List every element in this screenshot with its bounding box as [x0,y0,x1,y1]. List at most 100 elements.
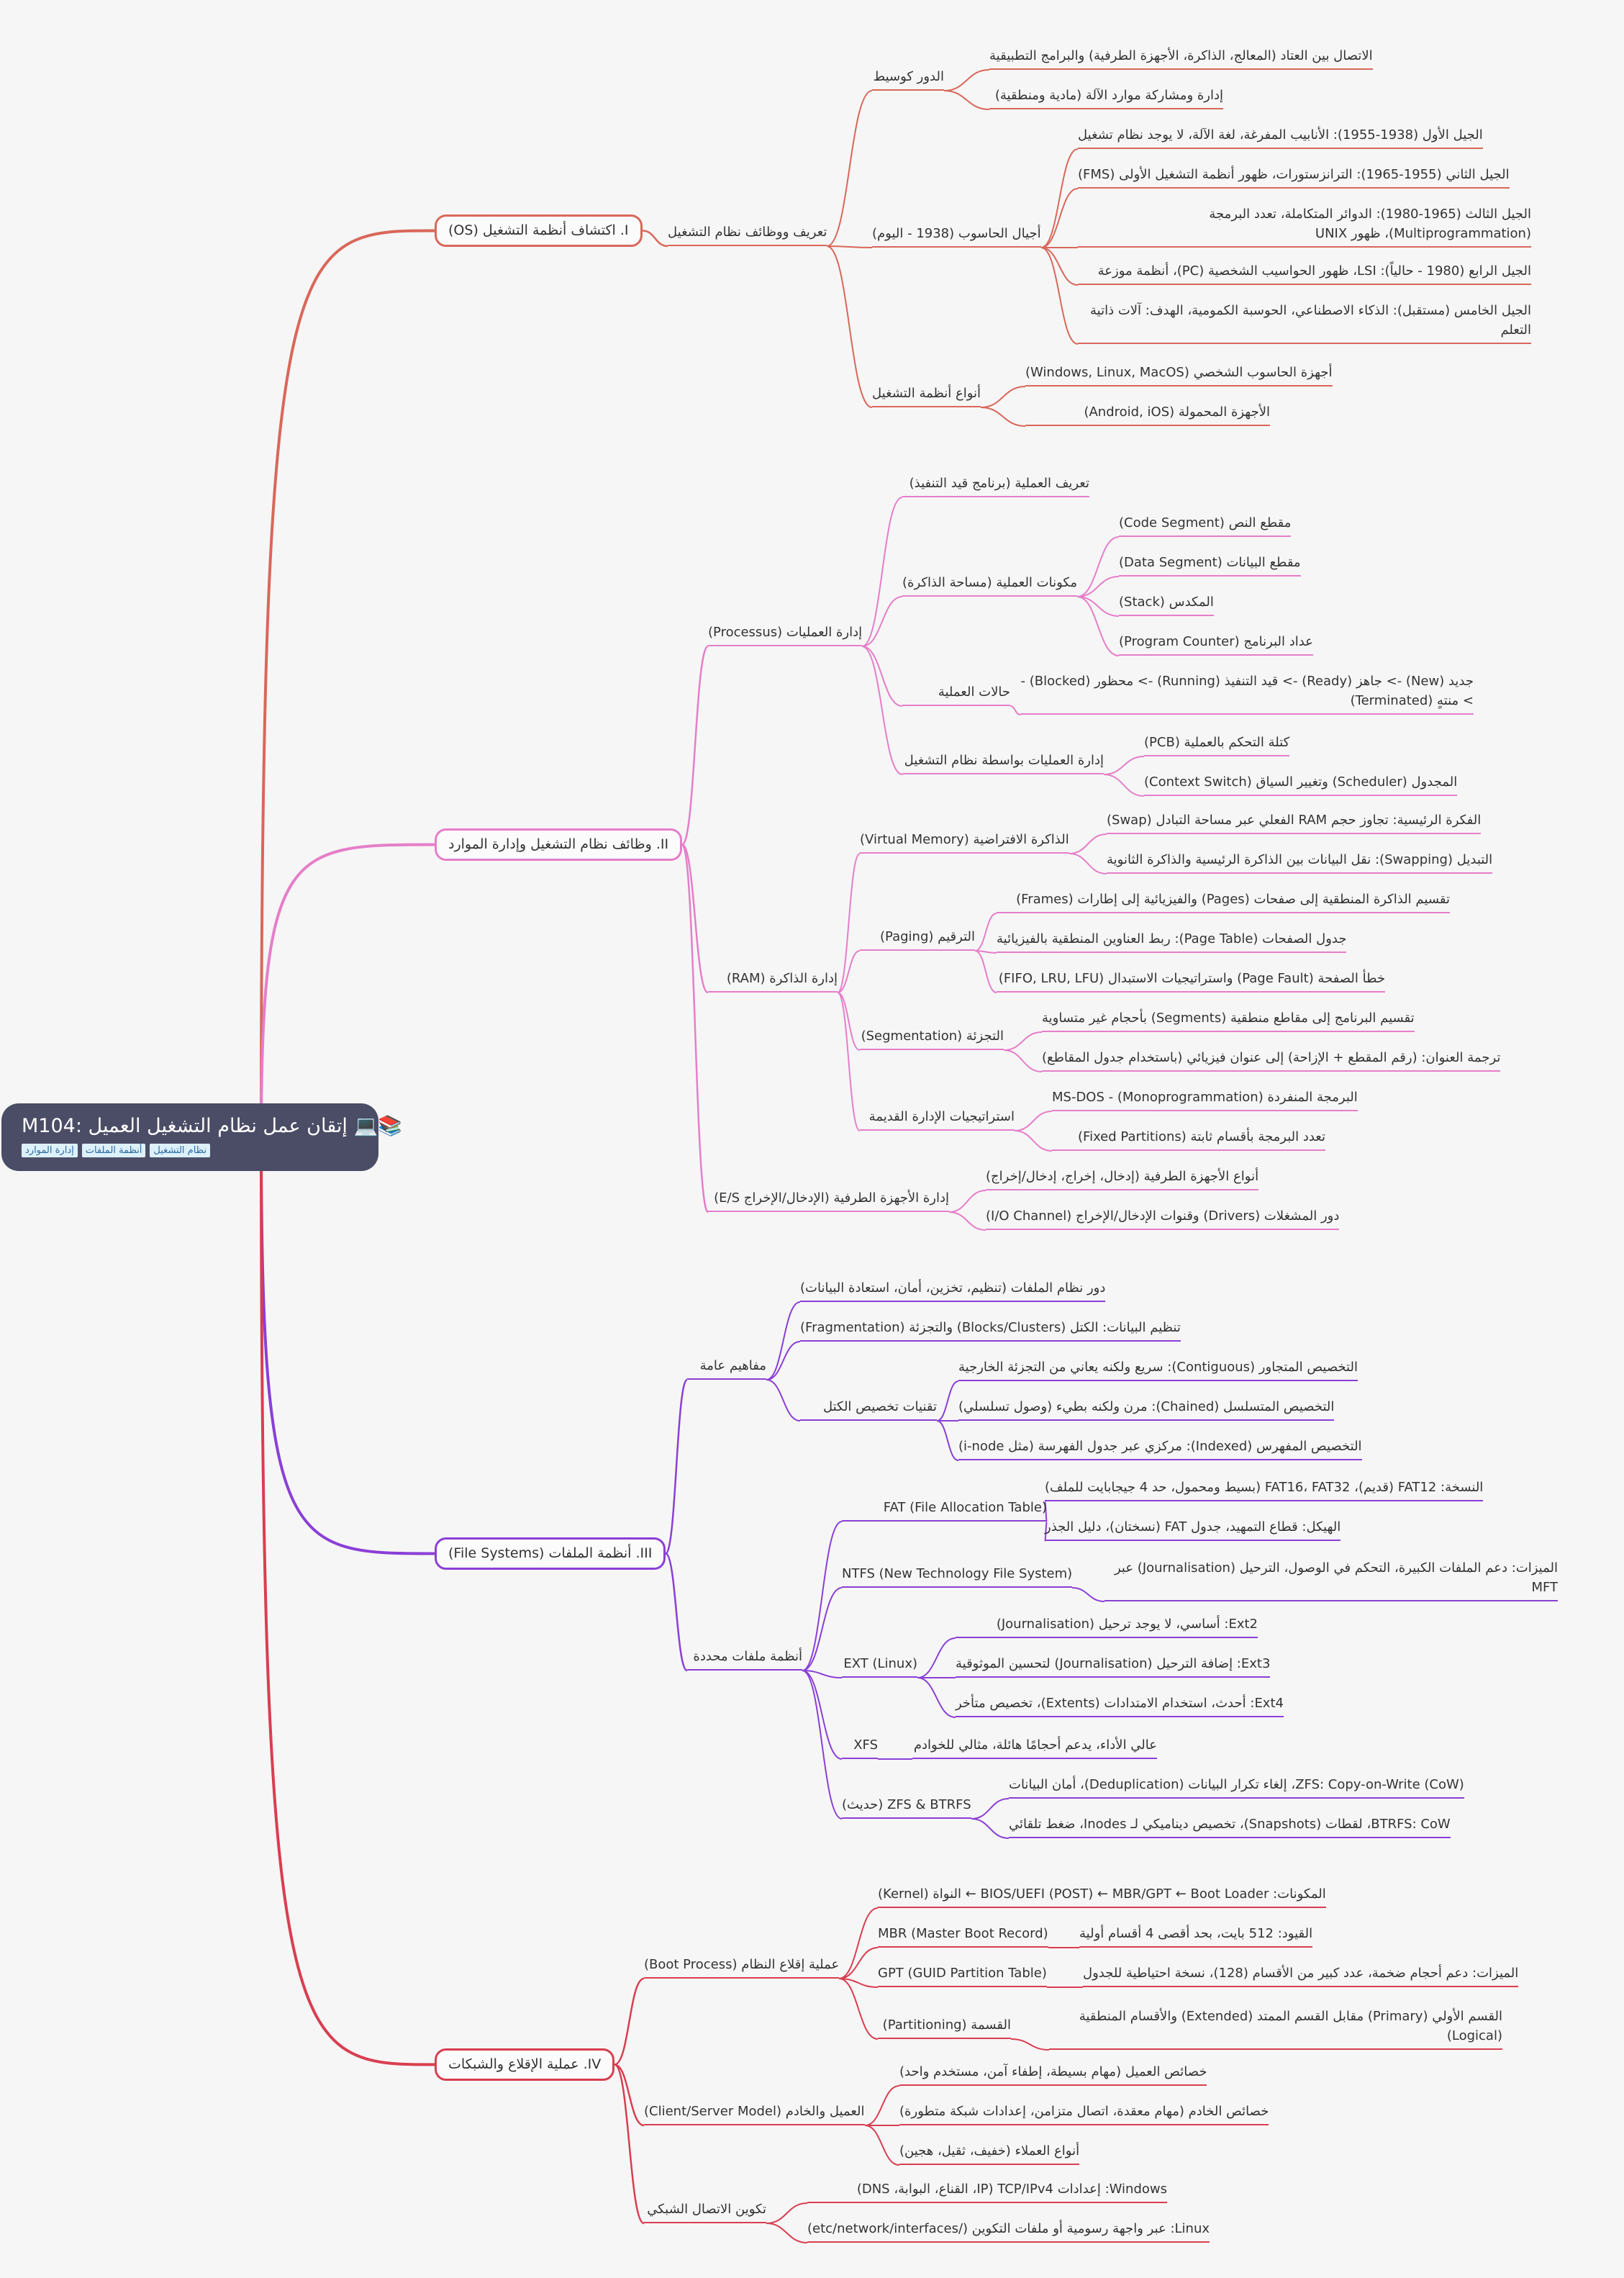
topic-node-b4a2[interactable]: MBR (Master Boot Record) [878,1924,1048,1948]
topic-node-b3b3a[interactable]: Ext2: أساسي، لا يوجد ترحيل (Journalisati… [956,1614,1258,1638]
topic-node-b3b1a[interactable]: النسخة: FAT12 (قديم)، FAT16، FAT32 (بسيط… [1045,1478,1484,1501]
topic-node-b2a4b[interactable]: المجدول (Scheduler) وتغيير السياق (Conte… [1144,772,1458,796]
topic-node-b3b5b[interactable]: BTRFS: CoW، لقطات (Snapshots)، تخصيص دين… [1009,1814,1451,1838]
topic-node-b1a2d[interactable]: الجيل الرابع (1980 - حالياً): LSI، ظهور … [1078,261,1531,285]
topic-node-b1a[interactable]: تعريف ووظائف نظام التشغيل [668,222,827,246]
topic-node-b4a4[interactable]: القسمة (Partitioning) [878,2015,1011,2039]
topic-node-b3b4[interactable]: XFS [842,1735,878,1759]
topic-node-b3b1[interactable]: FAT (File Allocation Table) [842,1498,1047,1522]
root-node[interactable]: M104: إتقان عمل نظام التشغيل العميل 💻📚 إ… [1,1103,402,1171]
topic-node-b2b[interactable]: إدارة الذاكرة (RAM) [708,969,838,993]
connector [917,1677,956,1718]
topic-node-b4b[interactable]: العميل والخادم (Client/Server Model) [644,2102,865,2125]
topic-node-b4a[interactable]: عملية إقلاع النظام (Boot Process) [644,1955,840,1979]
topic-node-b2b4a[interactable]: البرمجة المنفردة (Monoprogrammation) - M… [1052,1088,1358,1111]
connector [766,2223,808,2243]
topic-node-b2c[interactable]: إدارة الأجهزة الطرفية (الإدخال/الإخراج E… [708,1188,949,1212]
topic-node-b4c[interactable]: تكوين الاتصال الشبكي [644,2200,766,2223]
topic-node-b1a1a[interactable]: الاتصال بين العتاد (المعالج، الذاكرة، ال… [989,46,1373,70]
topic-node-b1a3a[interactable]: أجهزة الحاسوب الشخصي (Windows, Linux, Ma… [1025,363,1333,387]
topic-node-b2a[interactable]: إدارة العمليات (Processus) [708,623,863,646]
topic-node-b4b3[interactable]: أنواع العملاء (خفيف، ثقيل، هجين) [899,2141,1080,2165]
topic-node-b2b3b[interactable]: ترجمة العنوان: (رقم المقطع + الإزاحة) إل… [1042,1048,1501,1072]
branch-node-b4[interactable]: IV. عملية الإقلاع والشبكات [435,2048,615,2081]
topic-node-b4b2[interactable]: خصائص الخادم (مهام معقدة، اتصال متزامن، … [899,2102,1269,2125]
topic-node-b3b3[interactable]: EXT (Linux) [842,1654,917,1678]
topic-node-b2b4b[interactable]: تعدد البرمجة بأقسام ثابتة (Fixed Partiti… [1052,1127,1325,1151]
topic-node-b1a2c[interactable]: الجيل الثالث (1965-1980): الدوائر المتكا… [1078,204,1531,248]
topic-node-b2b3[interactable]: التجزئة (Segmentation) [860,1026,1004,1050]
topic-node-b2c1[interactable]: أنواع الأجهزة الطرفية (إدخال، إخراج، إدخ… [986,1167,1259,1190]
topic-node-b3a[interactable]: مفاهيم عامة [687,1356,766,1380]
topic-node-b1a2[interactable]: أجيال الحاسوب (1938 - اليوم) [872,224,1041,248]
topic-node-b3a3a[interactable]: التخصيص المتجاور (Contiguous): سريع ولكن… [958,1357,1358,1381]
topic-node-b2b4[interactable]: استراتيجيات الإدارة القديمة [860,1107,1015,1131]
topic-node-b3a1[interactable]: دور نظام الملفات (تنظيم، تخزين، أمان، اس… [800,1278,1106,1302]
topic-node-b2b2a[interactable]: تقسيم الذاكرة المنطقية إلى صفحات (Pages)… [997,890,1450,913]
connector [766,1301,801,1380]
topic-node-b2a3[interactable]: حالات العملية [902,682,1010,706]
topic-node-b2a4[interactable]: إدارة العمليات بواسطة نظام التشغيل [902,751,1104,774]
topic-node-b2a3a[interactable]: جديد (New) -> جاهز (Ready) -> قيد التنفي… [1020,672,1474,715]
topic-node-b3b[interactable]: أنظمة ملفات محددة [687,1647,802,1671]
topic-node-b4c2[interactable]: Linux: عبر واجهة رسومية أو ملفات التكوين… [807,2219,1210,2243]
topic-node-b4b1[interactable]: خصائص العميل (مهام بسيطة، إطفاء آمن، مست… [899,2062,1207,2086]
topic-node-b4a3[interactable]: GPT (GUID Partition Table) [878,1963,1047,1987]
topic-node-b2a2[interactable]: مكونات العملية (مساحة الذاكرة) [902,573,1077,597]
connector [838,1978,879,1988]
topic-node-b3b2a[interactable]: الميزات: دعم الملفات الكبيرة، التحكم في … [1104,1558,1558,1601]
topic-node-b1a3[interactable]: أنواع أنظمة التشغيل [872,384,981,407]
branch-node-b3[interactable]: III. أنظمة الملفات (File Systems) [435,1537,666,1570]
topic-node-b3b4a[interactable]: عالي الأداء، يدعم أحجامًا هائلة، مثالي ل… [912,1735,1157,1759]
topic-node-b1a2e[interactable]: الجيل الخامس (مستقبل): الذكاء الاصطناعي،… [1078,301,1531,344]
topic-node-b1a3b[interactable]: الأجهزة المحمولة (Android, iOS) [1025,402,1270,426]
connector [802,1670,843,1820]
topic-node-b2a4a[interactable]: كتلة التحكم بالعملية (PCB) [1144,733,1290,756]
connector [681,844,709,994]
connector [1076,596,1120,656]
connector [642,230,668,248]
branch-node-b2[interactable]: II. وظائف نظام التشغيل وإدارة الموارد [435,828,683,861]
topic-node-b2b1b[interactable]: التبديل (Swapping): نقل البيانات بين الذ… [1107,850,1493,874]
topic-node-b2c2[interactable]: دور المشغلات (Drivers) وقنوات الإدخال/ال… [986,1206,1340,1230]
topic-node-b2a1[interactable]: تعريف العملية (برنامج قيد التنفيذ) [902,474,1089,497]
topic-node-b3a3b[interactable]: التخصيص المتسلسل (Chained): مرن ولكنه بط… [958,1397,1335,1421]
topic-node-b2b2[interactable]: الترقيم (Paging) [860,927,975,951]
branch-node-b1[interactable]: I. اكتشاف أنظمة التشغيل (OS) [435,214,643,247]
topic-node-b4a2a[interactable]: القيود: 512 بايت، بحد أقصى 4 أقسام أولية [1079,1924,1313,1948]
tag-operating-system[interactable]: نظام التشغيل [150,1144,210,1157]
topic-node-b3b2[interactable]: NTFS (New Technology File System) [842,1564,1073,1588]
topic-node-b3a2[interactable]: تنظيم البيانات: الكتل (Blocks/Clusters) … [800,1318,1181,1342]
topic-node-b3b5a[interactable]: ZFS: Copy-on-Write (CoW)، إلغاء تكرار ال… [1009,1775,1464,1799]
topic-node-b4c1[interactable]: Windows: إعدادات TCP/IPv4 (IP، القناع، ا… [807,2179,1167,2203]
topic-node-b1a2b[interactable]: الجيل الثاني (1955-1965): الترانزستورات،… [1078,165,1510,189]
topic-node-b1a2a[interactable]: الجيل الأول (1938-1955): الأنابيب المفرغ… [1078,125,1483,149]
topic-node-b1a1[interactable]: الدور كوسيط [872,67,944,91]
topic-node-b2a2a[interactable]: مقطع النص (Code Segment) [1119,513,1292,537]
topic-node-b3b3c[interactable]: Ext4: أحدث، استخدام الامتدادات (Extents)… [956,1694,1284,1717]
connector [861,596,903,647]
topic-node-b2a2d[interactable]: عداد البرنامج (Program Counter) [1119,632,1313,656]
tag-resource-management[interactable]: إدارة الموارد [22,1144,78,1157]
topic-node-b2b2b[interactable]: جدول الصفحات (Page Table): ربط العناوين … [997,929,1347,953]
topic-node-b2a2b[interactable]: مقطع البيانات (Data Segment) [1119,553,1301,577]
topic-node-b3b5[interactable]: ZFS & BTRFS (حديث) [842,1795,971,1819]
topic-node-b3a3c[interactable]: التخصيص المفهرس (Indexed): مركزي عبر جدو… [958,1437,1362,1460]
topic-node-b3b1b[interactable]: الهيكل: قطاع التمهيد، جدول FAT (نسختان)،… [1045,1517,1341,1541]
connector [948,1190,986,1213]
connector [614,2064,645,2225]
topic-node-b3a3[interactable]: تقنيات تخصيص الكتل [800,1397,937,1421]
topic-node-b3b3b[interactable]: Ext3: إضافة الترحيل (Journalisation) لتح… [956,1654,1271,1678]
topic-node-b4a3a[interactable]: الميزات: دعم أحجام ضخمة، عدد كبير من الأ… [1083,1963,1519,1987]
connector [1014,1130,1053,1152]
topic-node-b4a1[interactable]: المكونات: BIOS/UEFI (POST) ← MBR/GPT ← B… [878,1884,1326,1908]
tag-file-systems[interactable]: أنظمة الملفات [81,1144,146,1157]
topic-node-b2b3a[interactable]: تقسيم البرنامج إلى مقاطع منطقية (Segment… [1042,1008,1415,1032]
topic-node-b2a2c[interactable]: المكدس (Stack) [1119,592,1214,616]
connector [766,1341,801,1380]
topic-node-b2b1[interactable]: الذاكرة الافتراضية (Virtual Memory) [860,830,1069,854]
topic-node-b2b1a[interactable]: الفكرة الرئيسية: تجاوز حجم RAM الفعلي عب… [1107,810,1482,834]
topic-node-b4a4a[interactable]: القسم الأولي (Primary) مقابل القسم الممت… [1049,2007,1502,2050]
topic-node-b1a1b[interactable]: إدارة ومشاركة موارد الآلة (مادية ومنطقية… [989,86,1223,109]
topic-node-b2b2c[interactable]: خطأ الصفحة (Page Fault) واستراتيجيات الا… [997,969,1385,993]
